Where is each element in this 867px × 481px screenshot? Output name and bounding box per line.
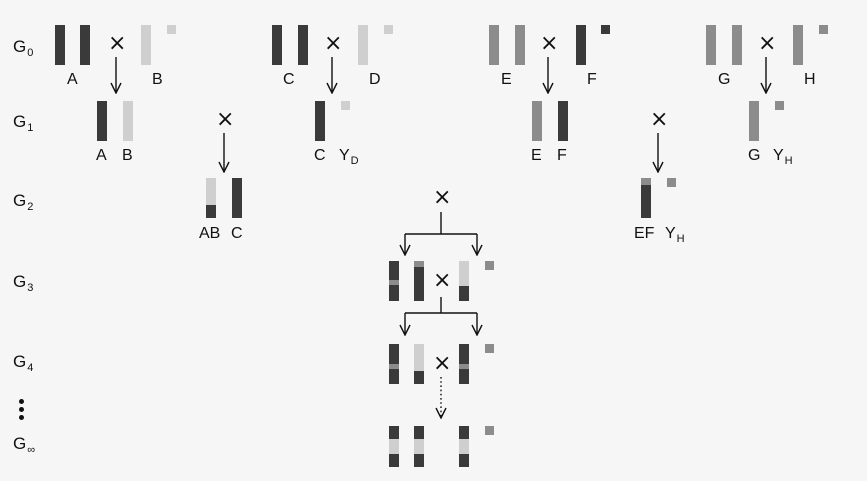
chromosome-g1-a (97, 101, 107, 141)
chromosome-g3-1-c (389, 285, 399, 301)
chromosome-f (576, 25, 586, 65)
chromosome-ginf-2-a (414, 426, 424, 439)
chromosome-g4-1-a (389, 344, 399, 364)
chromosome-g1-yd (341, 101, 350, 110)
chromosome-g3-1-b (389, 280, 399, 285)
chromosome-g1-yh (775, 101, 784, 110)
chromosome-g4-1-c (389, 369, 399, 384)
generation-label-g4: G4 (13, 352, 34, 375)
chromosome-g2 (732, 25, 742, 65)
cross-symbol-g0-cd: × (324, 31, 343, 56)
chromosome-ginf-3-b (459, 439, 469, 454)
chromosome-ginf-y (485, 426, 494, 435)
g2-label-yh: YH (665, 225, 685, 245)
g1-label-yd: YD (339, 147, 359, 167)
chromosome-y-d (384, 25, 393, 34)
g1-label-c: C (314, 147, 326, 164)
g2-label-ef: EF (634, 225, 655, 242)
chromosome-g3-y (485, 261, 494, 270)
chromosome-e2 (515, 25, 525, 65)
chromosome-g3-2-b (414, 267, 424, 301)
g1-label-b: B (122, 147, 133, 164)
generation-label-g1: G1 (13, 112, 34, 135)
cross-symbol-g0-ef: × (540, 31, 559, 56)
chromosome-g4-2-b (414, 371, 424, 384)
chromosome-c1 (272, 25, 282, 65)
chromosome-g4-3-a (459, 344, 469, 364)
g1-label-g: G (748, 147, 761, 164)
chromosome-g2-ef-top (641, 178, 651, 185)
chromosome-ginf-1-c (389, 454, 399, 467)
chromosome-g2-ef-bottom (641, 185, 651, 218)
chromosome-d (358, 25, 368, 65)
cross-symbol-g0-gh: × (758, 31, 777, 56)
cross-symbol-g1-right: × (650, 107, 669, 132)
chromosome-g4-3-c (459, 369, 469, 384)
g1-label-f: F (557, 147, 567, 164)
chromosome-g2-c (232, 178, 242, 218)
chromosome-ginf-2-b (414, 439, 424, 454)
chromosome-b (141, 25, 151, 65)
parent-label-e: E (501, 71, 512, 88)
g1-label-a: A (96, 147, 107, 164)
generation-label-ginf: G∞ (13, 434, 36, 457)
chromosome-g1-b (123, 101, 133, 141)
chromosome-a2 (80, 25, 90, 65)
cross-symbol-g4: × (433, 351, 452, 376)
chromosome-h (793, 25, 803, 65)
chromosome-y-b (167, 25, 176, 34)
chromosome-g3-3-a (459, 261, 469, 286)
parent-label-b: B (152, 71, 163, 88)
chromosome-g1-f (558, 101, 568, 141)
parent-label-h: H (804, 71, 816, 88)
cross-symbol-g0-ab: × (108, 31, 127, 56)
chromosome-ginf-1-b (389, 439, 399, 454)
chromosome-ginf-3-c (459, 454, 469, 467)
chromosome-g4-2-a (414, 344, 424, 371)
parent-label-c: C (283, 71, 295, 88)
chromosome-ginf-1-a (389, 426, 399, 439)
cross-symbol-g2: × (433, 185, 452, 210)
chromosome-g1 (706, 25, 716, 65)
parent-label-g: G (718, 71, 731, 88)
generation-label-g3: G3 (13, 272, 34, 295)
parent-label-d: D (369, 71, 381, 88)
chromosome-y-f (601, 25, 610, 34)
chromosome-g2-yh (667, 178, 676, 187)
parent-label-a: A (67, 71, 78, 88)
g1-label-yh: YH (773, 147, 793, 167)
chromosome-e1 (489, 25, 499, 65)
chromosome-g1-g (749, 101, 759, 141)
vertical-ellipsis-icon (19, 399, 25, 423)
chromosome-ginf-3-a (459, 426, 469, 439)
chromosome-c2 (298, 25, 308, 65)
g1-label-e: E (531, 147, 542, 164)
generation-label-g0: G0 (13, 37, 34, 60)
chromosome-g4-1-b (389, 364, 399, 369)
chromosome-g1-c (315, 101, 325, 141)
cross-symbol-g1-left: × (216, 107, 235, 132)
chromosome-g3-2-a (414, 261, 424, 267)
cross-symbol-g3: × (433, 268, 452, 293)
g2-label-c: C (231, 225, 243, 242)
chromosome-g3-1-a (389, 261, 399, 280)
chromosome-a1 (55, 25, 65, 65)
chromosome-g1-e (532, 101, 542, 141)
chromosome-g3-3-b (459, 286, 469, 301)
chromosome-g2-ab-top (206, 178, 216, 205)
generation-label-g2: G2 (13, 191, 34, 214)
g2-label-ab: AB (199, 225, 221, 242)
chromosome-g4-y (485, 344, 494, 353)
chromosome-y-h (819, 25, 828, 34)
chromosome-g2-ab-bottom (206, 205, 216, 218)
parent-label-f: F (587, 71, 597, 88)
chromosome-ginf-2-c (414, 454, 424, 467)
chromosome-g4-3-b (459, 364, 469, 369)
